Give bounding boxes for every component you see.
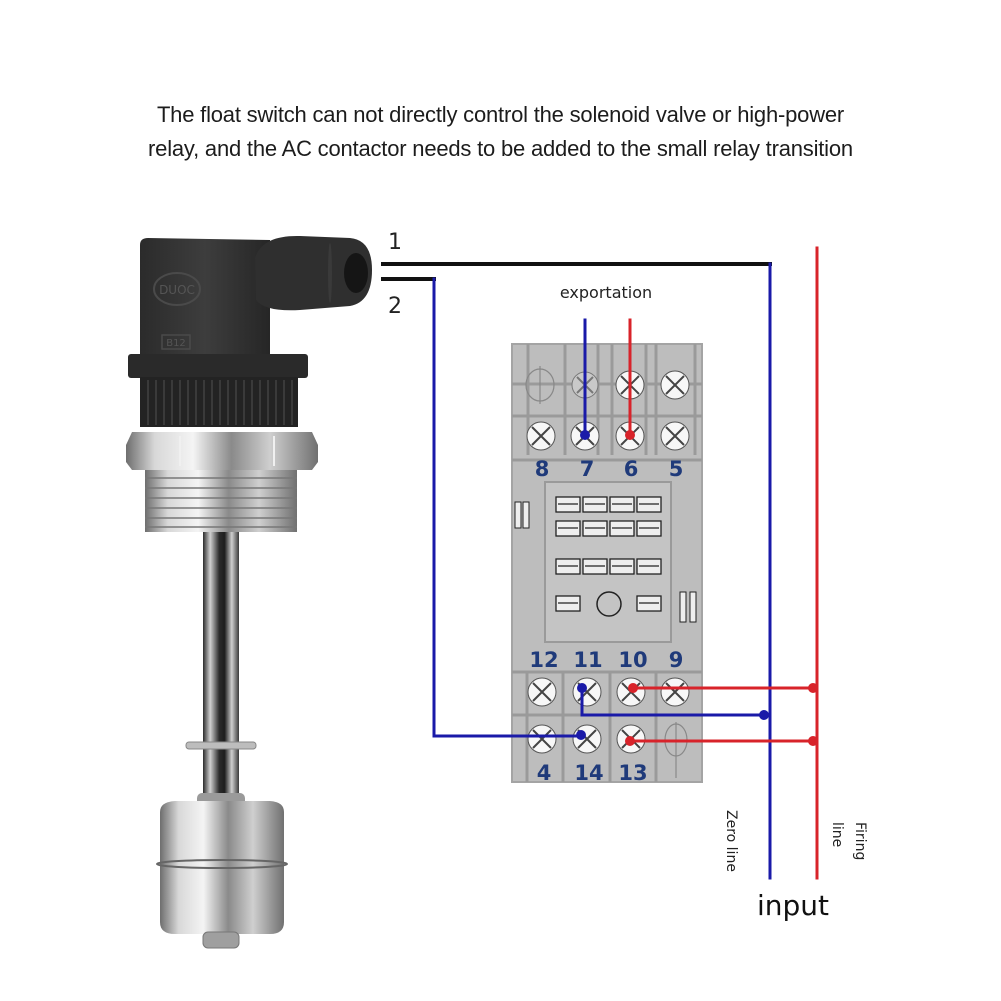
- terminal-label-7: 7: [580, 457, 595, 481]
- bottom-upper-screws: [527, 677, 690, 707]
- terminal-label-6: 6: [624, 457, 639, 481]
- zero-line-label: Zero line: [723, 810, 739, 872]
- wire-1-label: 1: [388, 230, 402, 255]
- brand-mark-oval: [153, 272, 201, 306]
- connector-flange: [128, 354, 308, 378]
- hex-nut: [126, 432, 318, 470]
- center-hole: [596, 591, 622, 617]
- stem-rod: [203, 532, 239, 802]
- wire-2-label: 2: [388, 294, 402, 319]
- brand-mark: DUOC: [159, 283, 195, 297]
- junction-dots: [576, 430, 818, 746]
- top-upper-screws: [571, 370, 690, 400]
- terminal-label-13: 13: [618, 761, 647, 785]
- input-label: input: [757, 889, 829, 922]
- terminal-label-9: 9: [669, 648, 684, 672]
- firing-line-label-2: line: [829, 822, 845, 847]
- socket-slots: [555, 496, 662, 612]
- terminal-label-14: 14: [574, 761, 603, 785]
- wires: [381, 246, 819, 880]
- caption: The float switch can not directly contro…: [0, 98, 1001, 166]
- model-mark: B12: [166, 338, 186, 349]
- terminal-label-11: 11: [573, 648, 602, 672]
- wire-2-blue: [432, 277, 586, 738]
- caption-line-2: relay, and the AC contactor needs to be …: [148, 136, 853, 161]
- terminal-label-8: 8: [535, 457, 550, 481]
- terminal-label-12: 12: [529, 648, 558, 672]
- connector-housing: [140, 238, 270, 355]
- terminal-label-10: 10: [618, 648, 647, 672]
- firing-line-label-1: Firing: [852, 822, 868, 860]
- threaded-fitting: [145, 470, 297, 532]
- exportation-label: exportation: [560, 283, 652, 302]
- cable-gland: [255, 235, 372, 311]
- knurled-nut: [140, 377, 298, 427]
- wire-11-to-zero: [580, 686, 767, 717]
- terminal-label-4: 4: [537, 761, 552, 785]
- terminal-label-5: 5: [669, 457, 684, 481]
- stop-clip: [185, 741, 257, 750]
- relay-base: 8 7 6 5 12 11 10 9: [511, 343, 703, 785]
- float-switch: DUOC B12: [126, 235, 372, 949]
- caption-line-1: The float switch can not directly contro…: [156, 102, 845, 127]
- cable-gland-opening: [344, 253, 368, 293]
